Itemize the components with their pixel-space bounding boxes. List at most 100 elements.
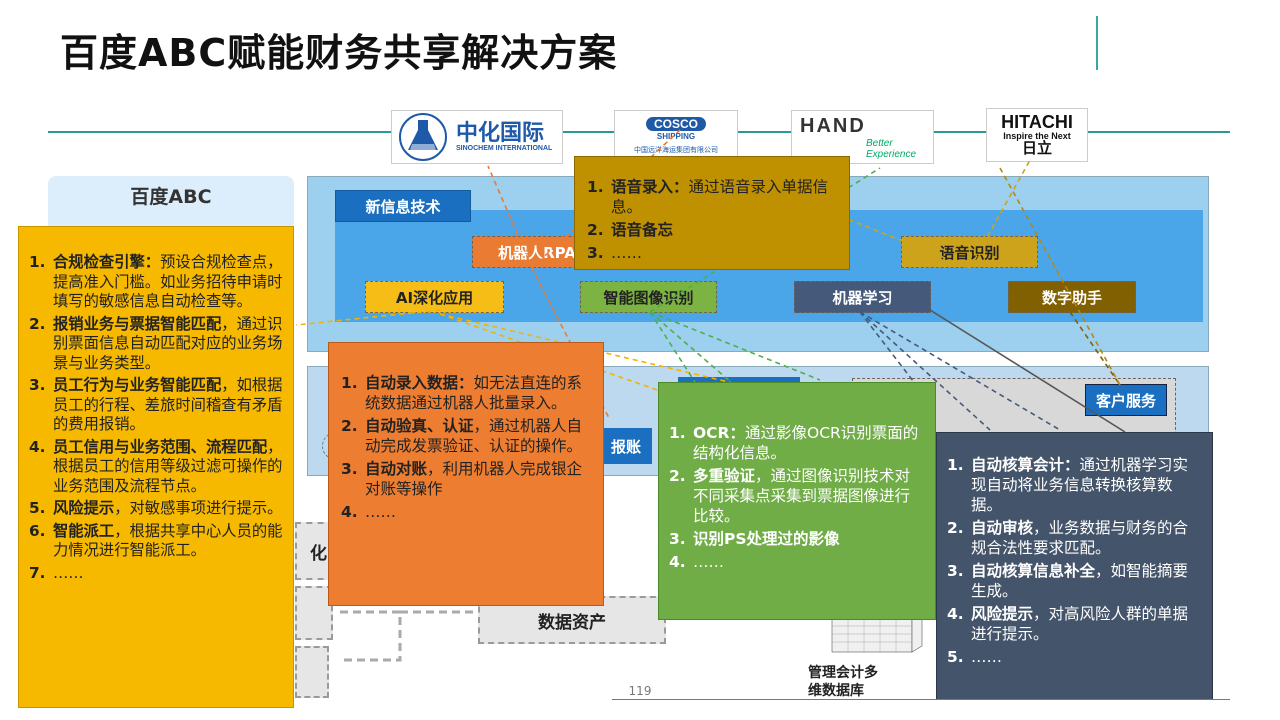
item-text: ，通过机器人自动完成发票验证、认证的操作。	[365, 417, 583, 455]
item-text: 通过影像OCR识别票面的结构化信息。	[693, 424, 919, 462]
item-text: ……	[971, 648, 1002, 666]
gray-box-mid	[295, 586, 333, 640]
item-body: 语音录入：通过语音录入单据信息。	[611, 177, 839, 217]
list-item: 1. 语音录入：通过语音录入单据信息。	[587, 177, 839, 217]
item-number: 1.	[29, 253, 46, 271]
item-text: ，对高风险人群的单据进行提示。	[971, 605, 1189, 643]
arrow-ml-slate	[929, 309, 1126, 433]
list-item: 5. ……	[947, 647, 1202, 667]
item-number: 2.	[669, 467, 686, 485]
list-item: 2. 自动验真、认证，通过机器人自动完成发票验证、认证的操作。	[341, 416, 593, 456]
item-head: 自动录入数据：	[365, 374, 474, 392]
item-body: 报销业务与票据智能匹配，通过识别票面信息自动匹配对应的业务场景与业务类型。	[53, 315, 283, 374]
page-number: 119	[628, 684, 652, 698]
item-text: ，利用机器人完成银企对账等操作	[365, 460, 583, 498]
item-text: ，如智能摘要生成。	[971, 562, 1189, 600]
tag-machine-learning: 机器学习	[794, 281, 931, 313]
item-body: 自动录入数据：如无法直连的系统数据通过机器人批量录入。	[365, 373, 593, 413]
cube-label-line1: 管理会计多	[808, 665, 878, 681]
arrow-rpa-logo	[487, 165, 533, 269]
item-body: 智能派工，根据共享中心人员的能力情况进行智能派工。	[53, 522, 283, 561]
arrow-hitachi-cs	[999, 167, 1121, 386]
item-head: 多重验证	[693, 467, 756, 485]
item-text: ……	[693, 553, 724, 571]
cosco-logo: COSCO SHIPPING 中国远洋海运集团有限公司	[614, 110, 738, 160]
cosco-shipping: SHIPPING	[656, 131, 696, 141]
list-item: 1.自动录入数据：如无法直连的系统数据通过机器人批量录入。	[341, 373, 593, 413]
item-head: 风险提示	[971, 605, 1034, 623]
list-item: 1.OCR：通过影像OCR识别票面的结构化信息。	[669, 423, 925, 463]
list-item: 5.风险提示，对敏感事项进行提示。	[29, 499, 283, 519]
baidu-abc-title: 百度ABC	[130, 186, 212, 208]
item-text: ，通过图像识别技术对不同采集点采集到票据图像进行比较。	[693, 467, 911, 525]
item-head: OCR：	[693, 424, 745, 442]
arrow-img-3	[649, 311, 701, 391]
item-head: 报销业务与票据智能匹配	[53, 314, 222, 333]
item-body: OCR：通过影像OCR识别票面的结构化信息。	[693, 423, 925, 463]
data-assets-label: 数据资产	[538, 612, 606, 633]
cube-label: 管理会计多 维数据库	[808, 664, 878, 700]
item-number: 3.	[669, 530, 686, 548]
cosco-top: COSCO	[645, 116, 706, 131]
item-text: ，通过识别票面信息自动匹配对应的业务场景与业务类型。	[53, 314, 283, 372]
item-text: 预设合规检查点，提高准入门槛。如业务招待申请时填写的敏感信息自动检查等。	[53, 253, 283, 310]
arrow-ml-2	[859, 311, 1061, 431]
list-item: 3. 自动核算信息补全，如智能摘要生成。	[947, 561, 1202, 601]
item-head: 员工行为与业务智能匹配	[53, 376, 222, 394]
item-text: 通过机器学习实现自动将业务信息转换核算数据。	[971, 456, 1189, 514]
gray-box-low	[295, 646, 329, 698]
item-text: ，对敏感事项进行提示。	[114, 499, 283, 517]
item-number: 5.	[947, 648, 964, 666]
item-number: 1.	[587, 178, 604, 196]
item-body: 识别PS处理过的影像	[693, 529, 840, 549]
orange-callout: 1.自动录入数据：如无法直连的系统数据通过机器人批量录入。 2. 自动验真、认证，通…	[328, 342, 604, 606]
list-item: 1.自动核算会计：通过机器学习实现自动将业务信息转换核算数据。	[947, 455, 1202, 515]
item-body: ……	[365, 502, 396, 522]
list-item: 6.智能派工，根据共享中心人员的能力情况进行智能派工。	[29, 522, 283, 561]
item-head: 识别PS处理过的影像	[693, 530, 840, 548]
item-text: ，根据员工的信用等级过滤可操作的业务范围及流程节点。	[53, 437, 283, 495]
item-body: 语音备忘	[611, 220, 673, 240]
arrow-ml-3	[859, 311, 921, 391]
item-body: 员工信用与业务范围、流程匹配，根据员工的信用等级过滤可操作的业务范围及流程节点。	[53, 438, 283, 497]
item-head: 自动对账	[365, 460, 428, 478]
hitachi-text: HITACHI	[1001, 111, 1073, 132]
item-text: 如无法直连的系统数据通过机器人批量录入。	[365, 374, 583, 412]
item-body: 风险提示，对敏感事项进行提示。	[53, 499, 282, 519]
partial-label: 化	[310, 543, 327, 564]
item-body: 自动验真、认证，通过机器人自动完成发票验证、认证的操作。	[365, 416, 593, 456]
item-head: 自动核算信息补全	[971, 562, 1096, 580]
sinochem-logo: 中化国际 SINOCHEM INTERNATIONAL	[391, 110, 563, 164]
item-body: 自动核算信息补全，如智能摘要生成。	[971, 561, 1202, 601]
item-body: 自动核算会计：通过机器学习实现自动将业务信息转换核算数据。	[971, 455, 1202, 515]
item-text: ……	[365, 503, 396, 521]
slate-list: 1.自动核算会计：通过机器学习实现自动将业务信息转换核算数据。2.自动审核，业务…	[947, 455, 1202, 667]
hand-logo: HAND Better Experience	[791, 110, 934, 164]
page-title: 百度ABC赋能财务共享解决方案	[60, 31, 618, 75]
item-number: 3.	[29, 376, 46, 394]
item-text: 通过语音录入单据信息。	[611, 178, 829, 216]
hand-sub: Better Experience	[866, 137, 917, 160]
item-number: 3.	[947, 562, 964, 580]
hand-text: HAND	[800, 114, 866, 137]
tech-header: 新信息技术	[335, 190, 471, 222]
item-head: 员工信用与业务范围、流程匹配	[53, 437, 268, 456]
item-number: 4.	[341, 503, 358, 521]
item-number: 7.	[29, 563, 46, 582]
list-item: 4.风险提示，对高风险人群的单据进行提示。	[947, 604, 1202, 644]
tag-voice-recognition: 语音识别	[901, 236, 1038, 268]
hitachi-sub: Inspire the Next	[1003, 130, 1071, 141]
tag-image-recognition: 智能图像识别	[580, 281, 717, 313]
orange-list: 1.自动录入数据：如无法直连的系统数据通过机器人批量录入。 2. 自动验真、认证，通…	[341, 373, 593, 522]
item-number: 2.	[341, 417, 358, 435]
item-body: ……	[611, 243, 642, 263]
list-item: 3.员工行为与业务智能匹配，如根据员工的行程、差旅时间稽查有矛盾的费用报销。	[29, 376, 283, 435]
list-item: 2.报销业务与票据智能匹配，通过识别票面信息自动匹配对应的业务场景与业务类型。	[29, 315, 283, 374]
arrow-voice-hitachi	[969, 159, 1031, 269]
reimburse-tag: 报账	[600, 428, 652, 464]
item-text: ，业务数据与财务的合规合法性要求匹配。	[971, 519, 1189, 557]
item-head: 合规检查引擎：	[53, 253, 161, 271]
